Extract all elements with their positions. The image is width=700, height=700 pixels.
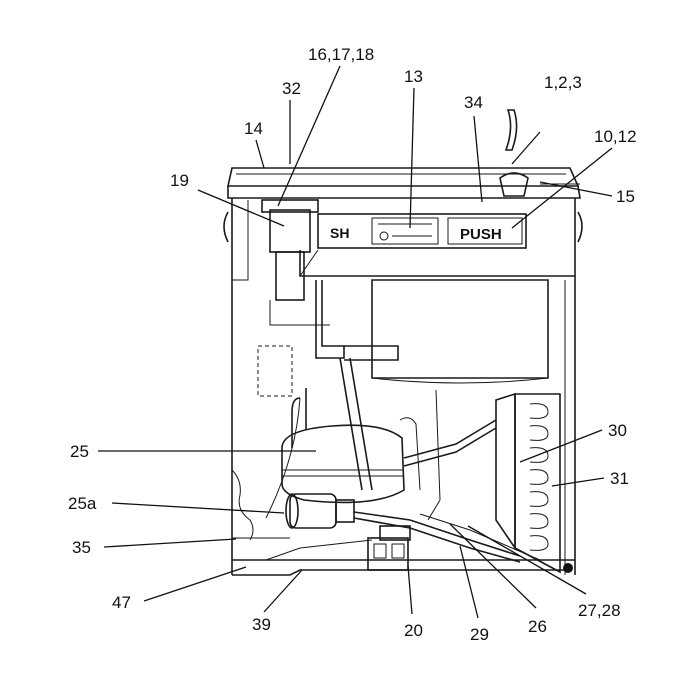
dashed-panel (257, 345, 293, 397)
leader-1-2-3 (511, 131, 541, 165)
label-20: 20 (404, 621, 423, 640)
label-19: 19 (170, 171, 189, 190)
label-30: 30 (608, 421, 627, 440)
condenser-foot (563, 563, 573, 573)
label-14: 14 (244, 119, 263, 138)
leader-26 (449, 523, 537, 609)
fan-motor (285, 493, 355, 529)
water-tube (315, 280, 399, 491)
leader-25a (111, 502, 285, 514)
leader-15 (539, 181, 613, 197)
right-knob (577, 211, 583, 243)
leader-31 (551, 477, 605, 487)
left-knob (223, 211, 229, 243)
leader-20 (407, 565, 413, 615)
leader-13 (409, 87, 415, 229)
leader-14 (255, 139, 265, 169)
reservoir-tank (371, 279, 549, 384)
leader-39 (263, 569, 303, 613)
valve-assembly (261, 199, 330, 326)
refrigerant-lines (265, 389, 541, 563)
label-34: 34 (464, 93, 483, 112)
label-25a: 25a (68, 494, 97, 513)
label-35: 35 (72, 538, 91, 557)
label-29: 29 (470, 625, 489, 644)
compressor (281, 388, 405, 504)
leader-47 (143, 566, 247, 602)
relay-box (367, 525, 411, 571)
label-25: 25 (70, 442, 89, 461)
label-15: 15 (616, 187, 635, 206)
label-13: 13 (404, 67, 423, 86)
label-31: 31 (610, 469, 629, 488)
control-panel: SH PUSH (299, 213, 575, 277)
leader-34 (473, 115, 483, 203)
instruction-label (371, 217, 439, 245)
part-labels: 1,2,3 10,12 13 14 15 16,17,18 19 20 25 2… (68, 45, 637, 644)
label-32: 32 (282, 79, 301, 98)
label-1-2-3: 1,2,3 (544, 73, 582, 92)
leader-10-12 (511, 147, 613, 229)
leader-19 (197, 189, 285, 227)
cabinet (223, 167, 583, 576)
label-39: 39 (252, 615, 271, 634)
condenser (495, 392, 573, 574)
base-bottom (232, 569, 572, 576)
bubbler (499, 109, 580, 197)
panel-text-push: PUSH (460, 226, 502, 243)
leader-30 (519, 429, 603, 463)
label-26: 26 (528, 617, 547, 636)
label-47: 47 (112, 593, 131, 612)
leader-35 (103, 538, 237, 548)
label-16-17-18: 16,17,18 (308, 45, 374, 64)
leader-lines (98, 65, 613, 619)
leader-29 (459, 545, 479, 619)
label-10-12: 10,12 (594, 127, 637, 146)
panel-text-left: SH (330, 225, 349, 241)
leader-27-28 (467, 525, 587, 595)
label-27-28: 27,28 (578, 601, 621, 620)
leader-16-17-18 (277, 65, 341, 207)
